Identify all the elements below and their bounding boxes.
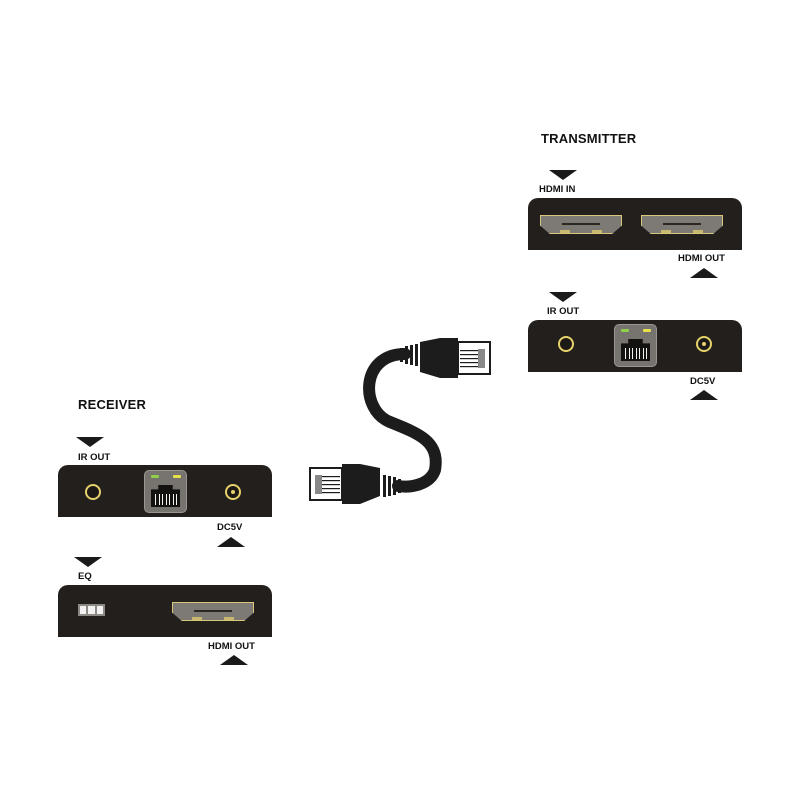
tx-hdmi-out-label: HDMI OUT (678, 253, 725, 264)
dc5v-arrow-icon (217, 537, 245, 547)
tx-ir-out-label: IR OUT (547, 306, 580, 317)
eq-arrow-icon (74, 557, 102, 567)
link-led-icon (621, 329, 629, 332)
eq-switch-cell (96, 606, 103, 614)
cable-icon (363, 348, 442, 493)
tx-rj45-port[interactable] (614, 324, 657, 367)
rx-eq-label: EQ (78, 571, 92, 582)
rx-dc5v-label: DC5V (217, 522, 243, 533)
tx-ir-out-jack[interactable] (558, 336, 574, 352)
strain-relief-icon (400, 344, 418, 366)
eq-switch-cell (88, 606, 95, 614)
transmitter-hdmi-panel (528, 198, 742, 250)
rx-dc5v-jack[interactable] (225, 484, 241, 500)
tx-hdmi-out-port[interactable] (641, 215, 723, 234)
hdmi-out-arrow-icon (690, 268, 718, 278)
receiver-title: RECEIVER (78, 397, 147, 412)
rx-ir-out-jack[interactable] (85, 484, 101, 500)
strain-relief-icon (383, 475, 401, 497)
tx-hdmi-in-port[interactable] (540, 215, 622, 234)
rx-rj45-port[interactable] (144, 470, 187, 513)
rj45-plug-boot-icon (420, 338, 458, 378)
eq-dip-switch[interactable] (78, 604, 105, 616)
link-led-icon (151, 475, 159, 478)
tx-dc5v-jack[interactable] (696, 336, 712, 352)
rx-hdmi-out-label: HDMI OUT (208, 641, 255, 652)
hdmi-in-arrow-icon (549, 170, 577, 180)
eq-switch-cell (80, 606, 87, 614)
rj45-socket-icon (151, 485, 180, 507)
rx-hdmi-out-port[interactable] (172, 602, 254, 621)
transmitter-rj45-panel (528, 320, 742, 372)
rj45-plug-head-icon (309, 467, 343, 501)
tx-hdmi-in-label: HDMI IN (539, 184, 576, 195)
hdmi-out-arrow-icon (220, 655, 248, 665)
rj45-plug-boot-icon (342, 464, 380, 504)
activity-led-icon (643, 329, 651, 332)
rj45-socket-icon (621, 339, 650, 361)
receiver-rj45-panel (58, 465, 272, 517)
receiver-hdmi-panel (58, 585, 272, 637)
activity-led-icon (173, 475, 181, 478)
rx-ir-out-label: IR OUT (78, 452, 111, 463)
ir-out-arrow-icon (549, 292, 577, 302)
rj45-plug-head-icon (457, 341, 491, 375)
dc5v-arrow-icon (690, 390, 718, 400)
tx-dc5v-label: DC5V (690, 376, 716, 387)
transmitter-title: TRANSMITTER (541, 131, 637, 146)
ir-out-arrow-icon (76, 437, 104, 447)
ethernet-cable (309, 338, 491, 504)
